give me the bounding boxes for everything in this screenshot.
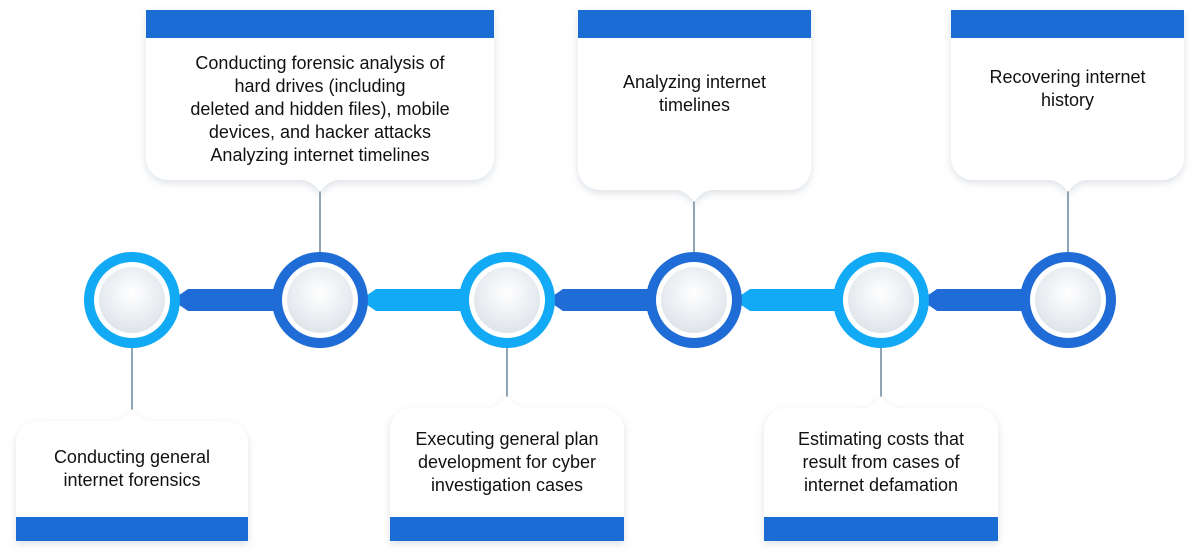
connector-arrow <box>734 289 851 311</box>
card-header-bar <box>951 10 1184 38</box>
connector-arrow <box>921 289 1038 311</box>
timeline-node <box>1020 252 1116 348</box>
step-text: Conducting general internet forensics <box>53 447 211 490</box>
card-footer-bar <box>16 517 248 541</box>
timeline-node <box>84 252 180 348</box>
step-text: Executing general plan development for c… <box>415 429 599 495</box>
step-text: Analyzing internet timelines <box>622 72 767 115</box>
step-text: Recovering internet history <box>989 67 1146 110</box>
connector-arrow <box>360 289 477 311</box>
card-footer-bar <box>390 517 624 541</box>
connector-arrow <box>547 289 664 311</box>
card-header-bar <box>146 10 494 38</box>
card-footer-bar <box>764 517 998 541</box>
timeline-node <box>272 252 368 348</box>
timeline-node <box>459 252 555 348</box>
step-card <box>146 10 494 192</box>
step-text: Estimating costs that result from cases … <box>797 429 965 495</box>
step-card <box>578 10 811 202</box>
card-header-bar <box>578 10 811 38</box>
connector-arrow <box>172 289 290 311</box>
step-card <box>390 396 624 541</box>
timeline-node <box>833 252 929 348</box>
step-card <box>951 10 1184 192</box>
step-card <box>764 396 998 541</box>
step-card <box>16 409 248 541</box>
step-text: Conducting forensic analysis of hard dri… <box>190 52 450 165</box>
timeline-node <box>646 252 742 348</box>
